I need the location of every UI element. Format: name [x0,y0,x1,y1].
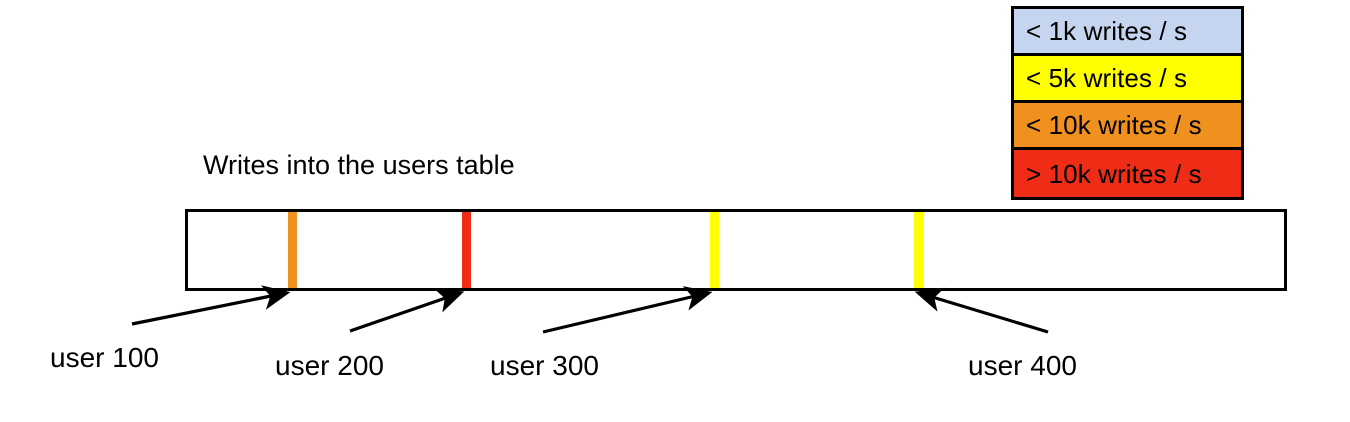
arrow-user-300 [542,286,713,334]
legend-label-under-1k: < 1k writes / s [1026,16,1188,46]
legend-row-under-5k: < 5k writes / s [1014,56,1241,103]
write-rate-legend: < 1k writes / s < 5k writes / s < 10k wr… [1011,6,1244,200]
stripe-user-100 [288,212,297,288]
arrow-user-200 [349,288,465,333]
chart-title: Writes into the users table [203,150,515,180]
legend-label-over-10k: > 10k writes / s [1026,158,1202,189]
legend-row-under-10k: < 10k writes / s [1014,103,1241,150]
stripe-user-200 [462,212,471,288]
stripe-user-300 [710,212,719,288]
callout-label-user-400: user 400 [968,350,1077,381]
users-table-bar [185,209,1287,291]
callout-label-user-100: user 100 [50,342,159,373]
arrow-user-100 [131,285,291,326]
callout-label-user-300: user 300 [490,350,599,381]
legend-label-under-5k: < 5k writes / s [1026,63,1188,93]
stripe-user-400 [914,212,923,288]
arrow-user-400 [914,287,1049,334]
callout-label-user-200: user 200 [275,350,384,381]
legend-row-over-10k: > 10k writes / s [1014,150,1241,197]
legend-row-under-1k: < 1k writes / s [1014,9,1241,56]
legend-label-under-10k: < 10k writes / s [1026,110,1202,140]
